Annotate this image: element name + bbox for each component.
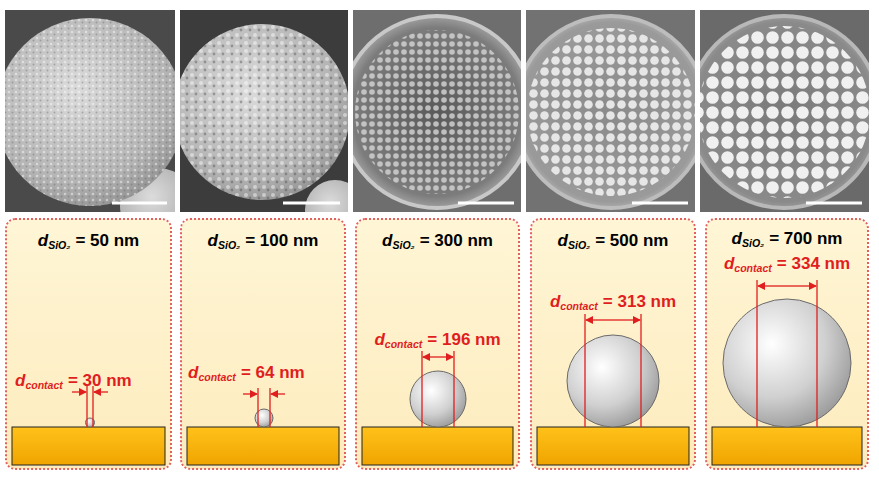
contact-label: dcontact = 313 nm	[550, 291, 676, 317]
symbol-letter: d	[38, 231, 48, 250]
symbol-subscript: contact	[25, 379, 62, 391]
symbol-subscript: contact	[734, 262, 771, 274]
symbol-letter: d	[208, 231, 218, 250]
value-text: = 334 nm	[777, 254, 850, 273]
contact-label: dcontact = 30 nm	[15, 370, 132, 396]
contact-label: dcontact = 196 nm	[374, 329, 500, 355]
value-text: = 700 nm	[769, 229, 842, 248]
symbol-subscript: SiO₂	[392, 239, 414, 251]
diameter-label: dSiO₂ = 50 nm	[38, 230, 139, 256]
panel-ground	[6, 219, 868, 469]
sem-image	[5, 10, 175, 212]
symbol-letter: d	[382, 231, 392, 250]
diameter-label: dSiO₂ = 500 nm	[558, 230, 669, 256]
silica-sphere	[86, 299, 852, 427]
contact-label: dcontact = 64 nm	[188, 362, 305, 388]
contact-label: dcontact = 334 nm	[724, 253, 850, 279]
symbol-letter: d	[558, 231, 568, 250]
diameter-label: dSiO₂ = 300 nm	[382, 230, 493, 256]
value-text: = 64 nm	[241, 363, 305, 382]
sem-image	[700, 10, 869, 212]
substrate	[12, 427, 862, 465]
symbol-letter: d	[15, 371, 25, 390]
symbol-letter: d	[550, 292, 560, 311]
value-text: = 30 nm	[68, 371, 132, 390]
symbol-subscript: SiO₂	[218, 239, 240, 251]
symbol-subscript: SiO₂	[568, 239, 590, 251]
sem-image	[353, 10, 521, 212]
sem-image	[526, 10, 695, 212]
symbol-letter: d	[188, 363, 198, 382]
value-text: = 196 nm	[427, 330, 500, 349]
symbol-subscript: contact	[385, 338, 422, 350]
diameter-label: dSiO₂ = 100 nm	[208, 230, 319, 256]
size-panel: dSiO₂= 50 nmdcontact= 30 nm	[5, 218, 172, 470]
value-text: = 100 nm	[245, 231, 318, 250]
symbol-subscript: SiO₂	[742, 237, 764, 249]
symbol-letter: d	[732, 229, 742, 248]
symbol-subscript: SiO₂	[48, 239, 70, 251]
diameter-label: dSiO₂ = 700 nm	[732, 228, 843, 254]
size-panel: dSiO₂= 700 nmdcontact= 334 nm	[705, 218, 869, 470]
value-text: = 500 nm	[595, 231, 668, 250]
symbol-letter: d	[724, 254, 734, 273]
symbol-subscript: contact	[198, 371, 235, 383]
symbol-letter: d	[374, 330, 384, 349]
size-panel: dSiO₂= 300 nmdcontact= 196 nm	[355, 218, 520, 470]
sem-image	[180, 10, 348, 212]
value-text: = 50 nm	[75, 231, 139, 250]
size-panel: dSiO₂= 100 nmdcontact= 64 nm	[180, 218, 346, 470]
value-text: = 313 nm	[603, 292, 676, 311]
value-text: = 300 nm	[420, 231, 493, 250]
size-panel: dSiO₂= 500 nmdcontact= 313 nm	[530, 218, 696, 470]
symbol-subscript: contact	[560, 300, 597, 312]
